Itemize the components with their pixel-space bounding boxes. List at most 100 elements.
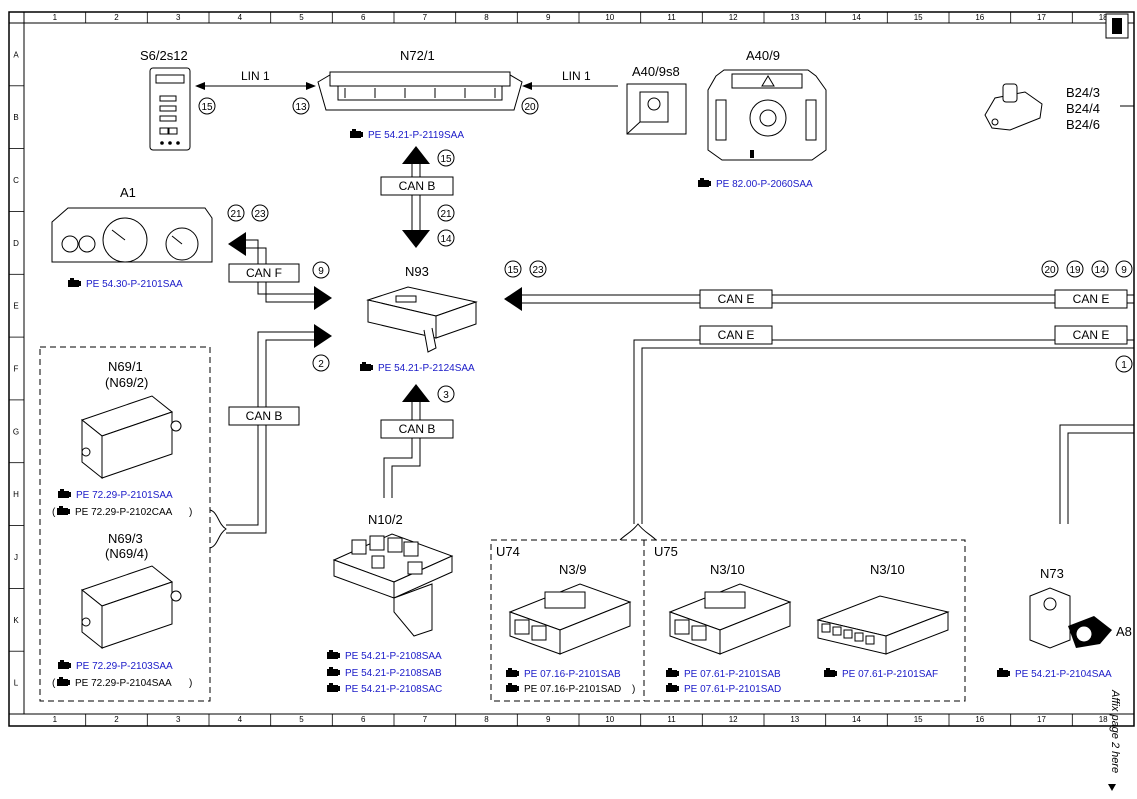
label-b24-3: B24/3 [1066,85,1100,100]
grid-row-label: E [13,302,18,311]
ref-n10-2a[interactable]: PE 54.21-P-2108SAA [327,650,442,662]
canb-bottom-link: CAN B [380,384,454,498]
svg-text:): ) [189,678,192,689]
engine-control-n3-10-b-icon [816,595,950,655]
grid-col-label: 5 [299,13,304,22]
grid-row-label: J [14,553,18,562]
grid-col-label: 1 [53,715,58,724]
svg-text:2: 2 [318,359,324,370]
sensor-b24-icon [984,83,1043,131]
ref-a1[interactable]: PE 54.30-P-2101SAA [68,278,183,290]
ref-n73[interactable]: PE 54.21-P-2104SAA [997,668,1112,680]
grid-col-label: 1 [53,13,58,22]
ref-n69-4[interactable]: ( PE 72.29-P-2104SAA ) [52,677,192,689]
grid-row-label: B [13,113,18,122]
label-s6-2s12: S6/2s12 [140,48,188,63]
label-n72-1: N72/1 [400,48,435,63]
grid-col-label: 3 [176,13,181,22]
grid-col-label: 3 [176,715,181,724]
ref-n72[interactable]: PE 54.21-P-2119SAA [350,129,464,141]
svg-text:): ) [189,507,192,518]
grid-col-label: 4 [238,13,243,22]
grid-col-label: 9 [546,13,551,22]
callout-9-right: 9 [1115,260,1133,278]
ref-n3-9a[interactable]: PE 07.16-P-2101SAB [506,668,621,680]
bus-label-canb-left: CAN B [246,409,283,423]
grid-col-label: 14 [852,13,861,22]
grid-row-label: A [13,50,19,59]
instrument-cluster-a1-icon [51,207,213,263]
grid-col-label: 16 [975,13,984,22]
svg-text:9: 9 [1121,265,1127,276]
svg-text:15: 15 [440,154,452,165]
ref-n3-10b[interactable]: PE 07.61-P-2101SAD [666,683,781,695]
grid-col-label: 15 [914,715,923,724]
svg-text:PE 54.21-P-2124SAA: PE 54.21-P-2124SAA [378,363,475,374]
svg-text:(: ( [52,507,56,518]
ref-n69-2[interactable]: ( PE 72.29-P-2102CAA ) [52,506,192,518]
canb-top-link: CAN B [380,146,454,248]
svg-text:20: 20 [524,102,536,113]
svg-text:23: 23 [254,209,266,220]
grid-col-label: 18 [1099,13,1108,22]
label-n10-2: N10/2 [368,512,403,527]
grid-row-label: G [13,427,19,436]
grid-col-label: 8 [484,13,489,22]
svg-text:PE 54.21-P-2119SAA: PE 54.21-P-2119SAA [368,130,464,141]
label-u75: U75 [654,544,678,559]
svg-text:13: 13 [295,102,307,113]
door-module-n69-1-icon [80,395,182,480]
ref-n10-2b[interactable]: PE 54.21-P-2108SAB [327,667,442,679]
callout-15-canb: 15 [437,149,455,167]
bus-label-canb-top: CAN B [399,179,436,193]
callout-19-right: 19 [1066,260,1084,278]
ref-n3-9b[interactable]: PE 07.16-P-2101SAD ) [506,683,635,695]
grid-col-label: 2 [114,13,119,22]
grid-col-label: 7 [423,715,428,724]
bus-label-canb-bottom: CAN B [399,422,436,436]
ref-n3-10a[interactable]: PE 07.61-P-2101SAB [666,668,781,680]
svg-text:20: 20 [1044,265,1056,276]
grid-col-label: 18 [1099,715,1108,724]
bus-label-lin1-left: LIN 1 [241,69,270,83]
label-a1: A1 [120,185,136,200]
switch-panel-s6-icon [149,67,191,151]
cane-lower-link: CAN E CAN E [633,325,1134,524]
label-n69-2: (N69/2) [105,375,148,390]
door-module-n69-3-icon [80,565,182,650]
control-unit-a40-9-icon [707,69,827,161]
canf-link: CAN F [228,232,332,310]
affix-page-note: Affix page 2 here [1109,689,1121,773]
bus-label-cane-2: CAN E [1073,292,1110,306]
ref-a40-9[interactable]: PE 82.00-P-2060SAA [698,178,813,190]
label-n73: N73 [1040,566,1064,581]
label-n69-4: (N69/4) [105,546,148,561]
grid-col-label: 10 [605,715,614,724]
svg-text:PE 72.29-P-2104SAA: PE 72.29-P-2104SAA [75,678,172,689]
callout-23-a1: 23 [251,204,269,222]
svg-text:PE 82.00-P-2060SAA: PE 82.00-P-2060SAA [716,179,813,190]
grid-col-label: 4 [238,715,243,724]
grid-row-label: L [14,679,19,688]
gateway-module-n93-icon [366,286,478,353]
cane-upper-link: CAN E CAN E [504,287,1134,311]
ref-n10-2c[interactable]: PE 54.21-P-2108SAC [327,683,442,695]
svg-text:PE 72.29-P-2101SAA: PE 72.29-P-2101SAA [76,490,173,501]
grid-col-label: 6 [361,715,366,724]
bus-label-cane-3: CAN E [718,328,755,342]
callout-3-n93: 3 [437,385,455,403]
bus-label-cane-4: CAN E [1073,328,1110,342]
grid-col-label: 12 [729,13,738,22]
svg-text:PE 07.61-P-2101SAB: PE 07.61-P-2101SAB [684,669,781,680]
ref-n69-1[interactable]: PE 72.29-P-2101SAA [58,489,173,501]
svg-text:9: 9 [318,266,324,277]
callout-20-right: 20 [1041,260,1059,278]
ref-n3-10c[interactable]: PE 07.61-P-2101SAF [824,668,938,680]
svg-text:PE 54.21-P-2108SAA: PE 54.21-P-2108SAA [345,651,442,662]
ref-n69-3[interactable]: PE 72.29-P-2103SAA [58,660,173,672]
bus-label-canf: CAN F [246,266,282,280]
svg-text:19: 19 [1069,265,1081,276]
ref-n93[interactable]: PE 54.21-P-2124SAA [360,362,475,374]
grid-col-label: 14 [852,715,861,724]
